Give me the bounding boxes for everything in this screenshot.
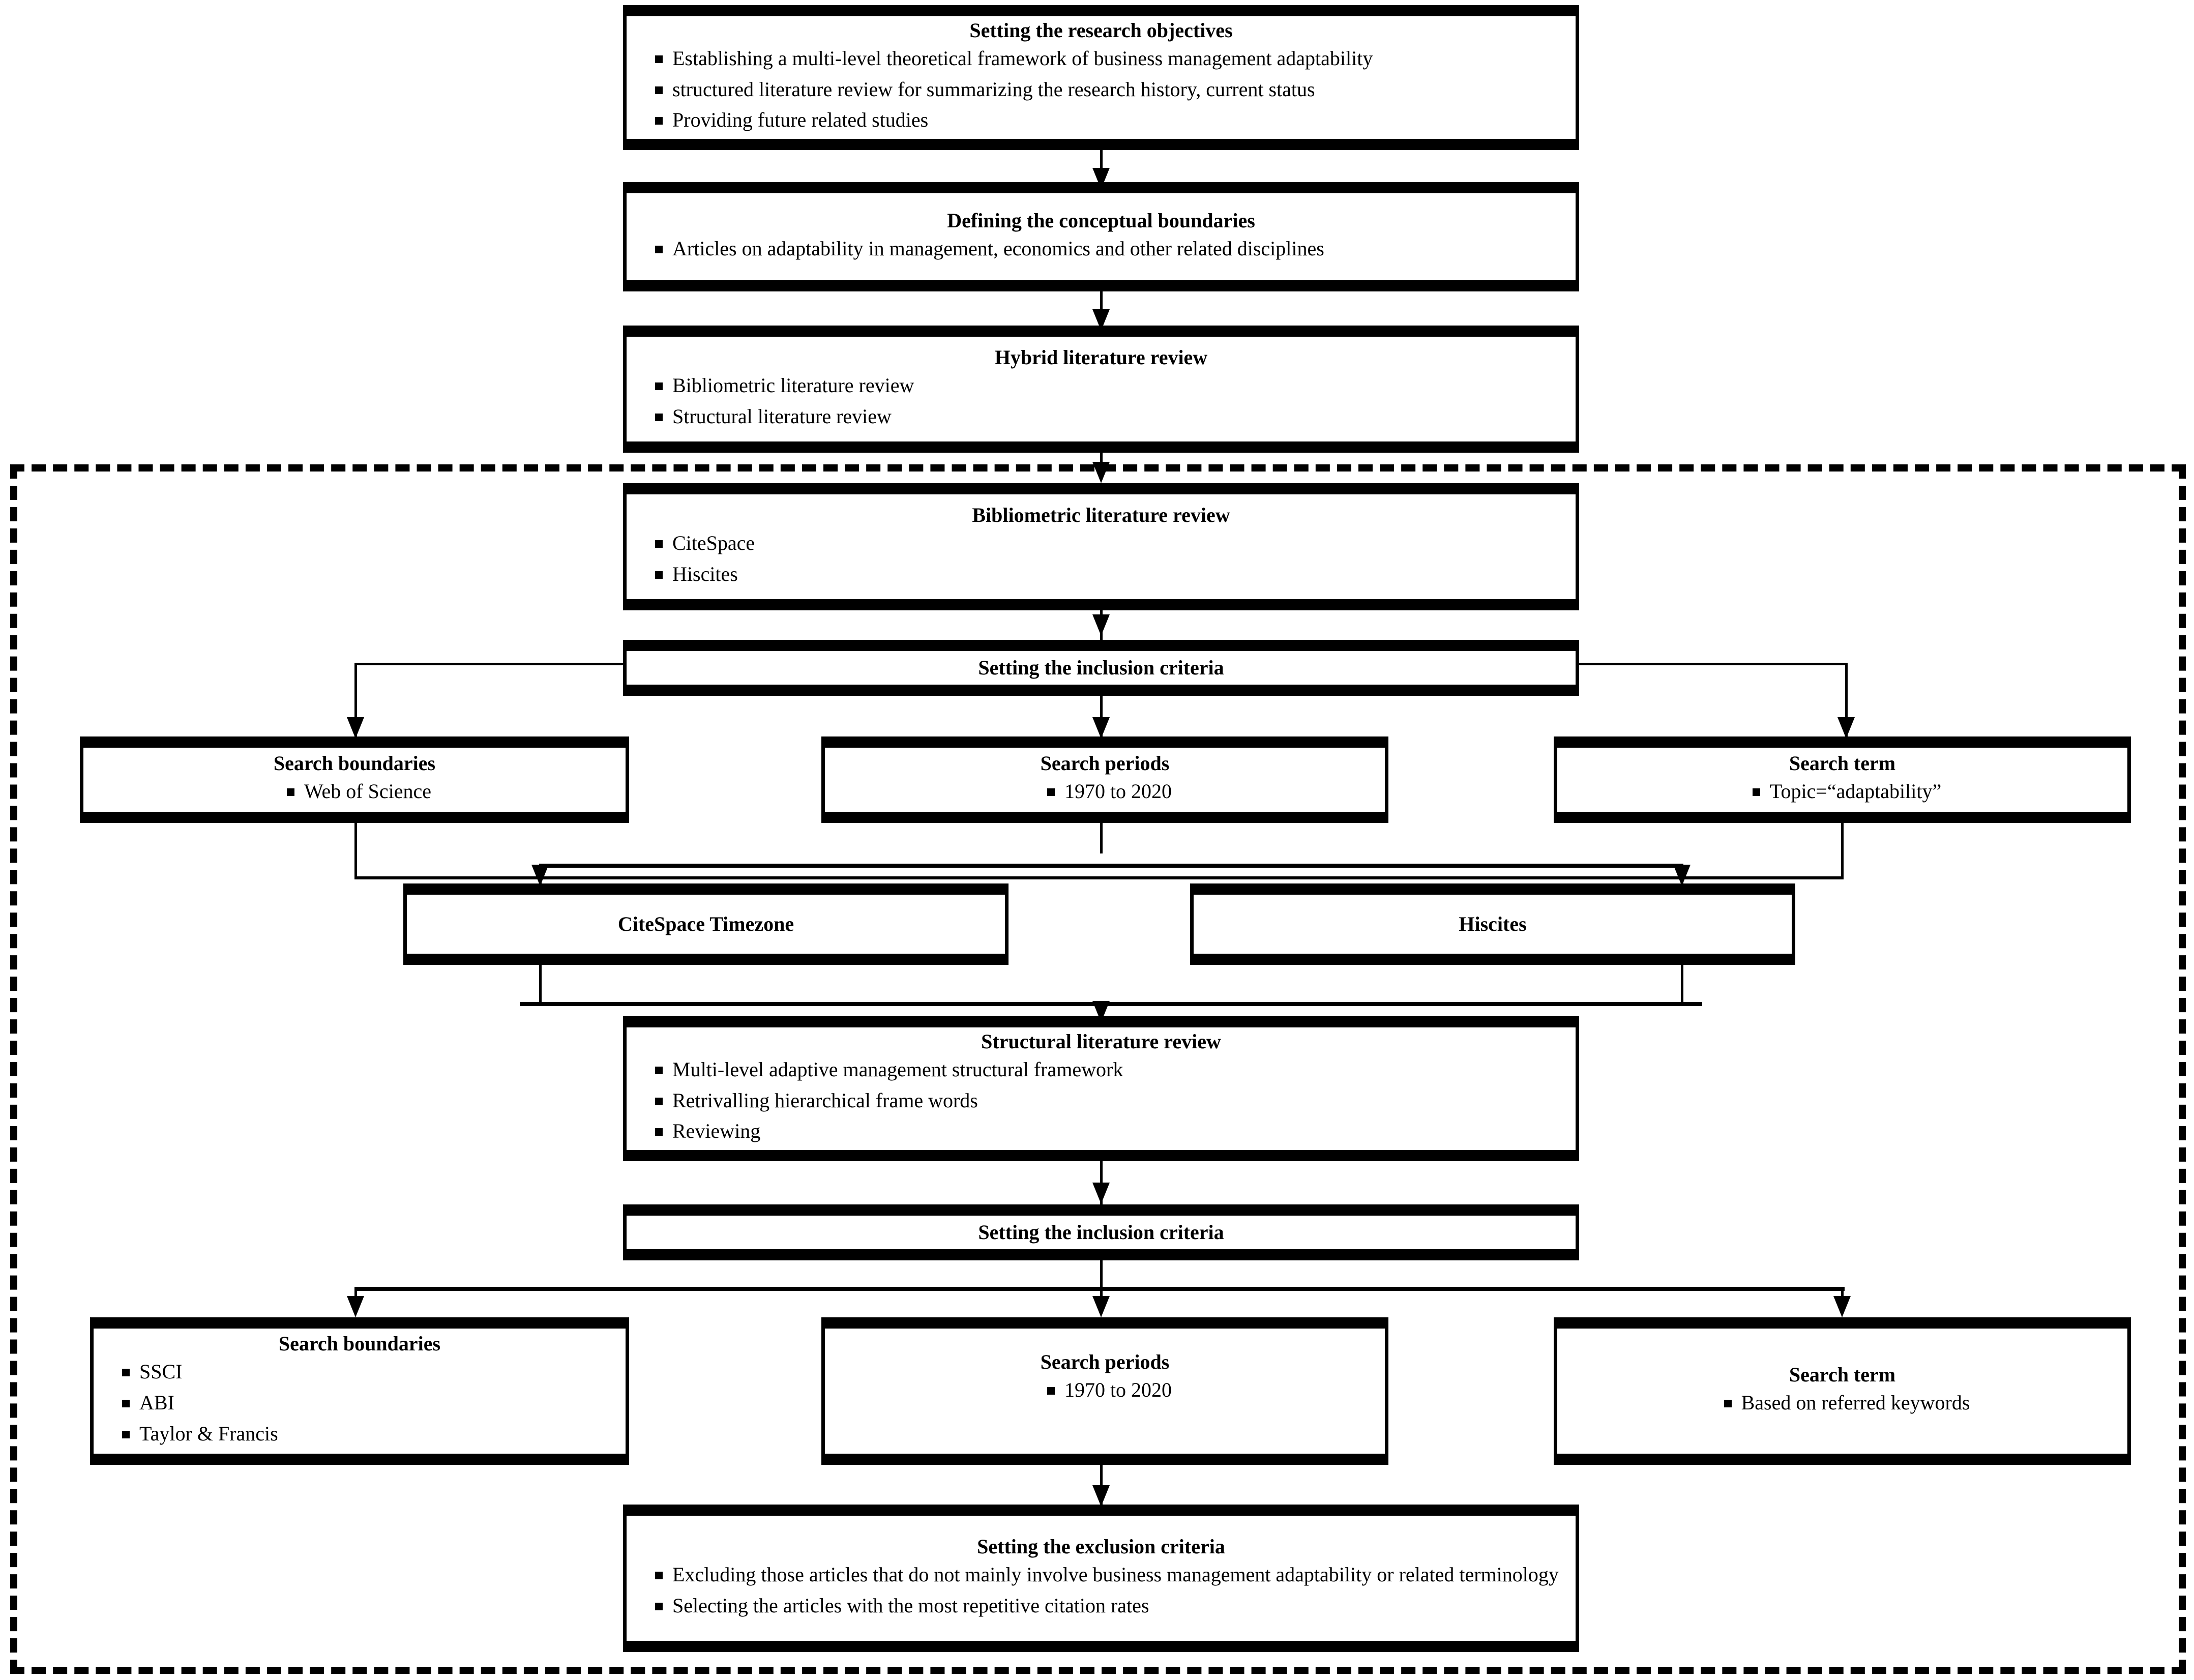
arrow-down-icon — [531, 865, 549, 886]
arrow-down-icon — [347, 1296, 364, 1317]
connector-line — [1100, 823, 1103, 853]
arrow-down-icon — [347, 717, 364, 739]
arrow-down-icon — [1092, 1485, 1110, 1507]
arrow-down-icon — [1092, 462, 1110, 483]
bullet-list: SSCI ABI Taylor & Francis — [94, 1355, 626, 1450]
node-hybrid-literature-review[interactable]: Hybrid literature review Bibliometric li… — [623, 326, 1579, 453]
list-item: Bibliometric literature review — [641, 371, 1562, 400]
connector-line — [1841, 823, 1844, 879]
node-title: Hiscites — [1459, 912, 1527, 936]
node-title: Setting the inclusion criteria — [978, 656, 1224, 680]
bullet-list: 1970 to 2020 — [825, 775, 1385, 808]
connector-line — [354, 1287, 1845, 1291]
bullet-list: Bibliometric literature review Structura… — [627, 369, 1576, 433]
list-item: Retrivalling hierarchical frame words — [641, 1086, 1562, 1115]
list-item: Based on referred keywords — [1715, 1389, 1970, 1418]
node-title: CiteSpace Timezone — [617, 912, 794, 936]
bullet-list: Articles on adaptability in management, … — [627, 232, 1576, 266]
bullet-list: 1970 to 2020 — [825, 1374, 1385, 1407]
node-title: Search term — [1789, 1363, 1896, 1386]
list-item: Establishing a multi-level theoretical f… — [641, 44, 1562, 73]
list-item: Web of Science — [278, 777, 431, 806]
node-research-objectives[interactable]: Setting the research objectives Establis… — [623, 5, 1579, 150]
node-title: Search boundaries — [273, 752, 436, 775]
node-inclusion-criteria-1[interactable]: Setting the inclusion criteria — [623, 640, 1579, 696]
list-item: Multi-level adaptive management structur… — [641, 1055, 1562, 1084]
bullet-list: Excluding those articles that do not mai… — [627, 1558, 1576, 1623]
node-search-periods-1[interactable]: Search periods 1970 to 2020 — [821, 736, 1388, 823]
list-item: Hiscites — [641, 560, 1562, 589]
connector-line — [354, 876, 1844, 879]
node-title: Setting the research objectives — [969, 18, 1233, 42]
connector-line — [1577, 663, 1848, 665]
connector-line — [520, 1002, 1702, 1006]
arrow-down-icon — [1673, 865, 1691, 886]
node-search-term-2[interactable]: Search term Based on referred keywords — [1554, 1317, 2131, 1465]
list-item: Structural literature review — [641, 402, 1562, 431]
bullet-list: Web of Science — [83, 775, 626, 808]
list-item: 1970 to 2020 — [1038, 777, 1172, 806]
list-item: Taylor & Francis — [108, 1420, 612, 1449]
connector-line — [1100, 291, 1103, 314]
node-bibliometric-literature-review[interactable]: Bibliometric literature review CiteSpace… — [623, 483, 1579, 610]
node-search-periods-2[interactable]: Search periods 1970 to 2020 — [821, 1317, 1388, 1465]
connector-line — [1845, 663, 1848, 736]
node-search-boundaries-1[interactable]: Search boundaries Web of Science — [80, 736, 629, 823]
list-item: Excluding those articles that do not mai… — [641, 1560, 1562, 1589]
arrow-down-icon — [1092, 1296, 1110, 1317]
connector-line — [539, 864, 1683, 868]
connector-line — [1100, 1260, 1103, 1291]
list-item: Topic=“adaptability” — [1743, 777, 1941, 806]
node-search-term-1[interactable]: Search term Topic=“adaptability” — [1554, 736, 2131, 823]
connector-line — [354, 823, 357, 879]
arrow-down-icon — [1833, 1296, 1851, 1317]
connector-line — [1100, 696, 1103, 736]
node-hiscites[interactable]: Hiscites — [1190, 883, 1795, 965]
arrow-down-icon — [1092, 614, 1110, 636]
connector-line — [1681, 965, 1683, 1005]
node-title: Bibliometric literature review — [972, 503, 1230, 526]
node-title: Structural literature review — [981, 1029, 1221, 1053]
arrow-down-icon — [1092, 717, 1110, 739]
node-conceptual-boundaries[interactable]: Defining the conceptual boundaries Artic… — [623, 182, 1579, 291]
node-title: Search boundaries — [278, 1332, 441, 1355]
bullet-list: Based on referred keywords — [1557, 1387, 2127, 1420]
list-item: SSCI — [108, 1358, 612, 1387]
list-item: Selecting the articles with the most rep… — [641, 1591, 1562, 1620]
list-item: Providing future related studies — [641, 106, 1562, 135]
list-item: CiteSpace — [641, 529, 1562, 558]
node-title: Setting the inclusion criteria — [978, 1221, 1224, 1244]
node-title: Setting the exclusion criteria — [977, 1535, 1225, 1558]
list-item: structured literature review for summari… — [641, 75, 1562, 104]
node-inclusion-criteria-2[interactable]: Setting the inclusion criteria — [623, 1204, 1579, 1260]
list-item: Reviewing — [641, 1117, 1562, 1146]
node-title: Search periods — [1040, 1350, 1170, 1373]
node-title: Defining the conceptual boundaries — [947, 209, 1255, 232]
node-search-boundaries-2[interactable]: Search boundaries SSCI ABI Taylor & Fran… — [90, 1317, 629, 1465]
list-item: ABI — [108, 1389, 612, 1418]
node-structural-literature-review[interactable]: Structural literature review Multi-level… — [623, 1016, 1579, 1161]
bullet-list: Topic=“adaptability” — [1557, 775, 2127, 808]
node-citespace-timezone[interactable]: CiteSpace Timezone — [403, 883, 1009, 965]
connector-line — [539, 965, 542, 1005]
connector-line — [354, 663, 626, 665]
list-item: Articles on adaptability in management, … — [641, 234, 1562, 263]
node-title: Hybrid literature review — [994, 345, 1208, 369]
bullet-list: Establishing a multi-level theoretical f… — [627, 42, 1576, 137]
connector-line — [1100, 150, 1103, 173]
connector-line — [354, 663, 357, 736]
arrow-down-icon — [1837, 717, 1855, 739]
node-exclusion-criteria[interactable]: Setting the exclusion criteria Excluding… — [623, 1505, 1579, 1652]
list-item: 1970 to 2020 — [1038, 1376, 1172, 1405]
bullet-list: CiteSpace Hiscites — [627, 527, 1576, 591]
bullet-list: Multi-level adaptive management structur… — [627, 1053, 1576, 1148]
node-title: Search periods — [1040, 752, 1170, 775]
node-title: Search term — [1789, 752, 1896, 775]
arrow-down-icon — [1092, 1183, 1110, 1204]
